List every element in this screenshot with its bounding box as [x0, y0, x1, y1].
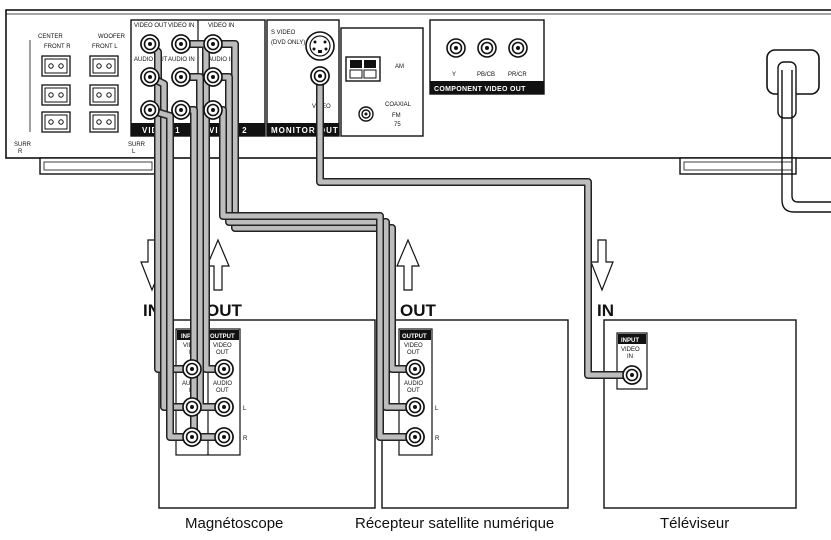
terminal-front-l [89, 55, 119, 77]
plug-1 [171, 34, 191, 54]
jack-component-pb [477, 38, 497, 58]
plug-5 [203, 67, 223, 87]
vcr-label-l: L [243, 406, 247, 412]
caption-vcr: Magnétoscope [185, 515, 283, 532]
s-video-jack [305, 31, 335, 61]
sat-label-r: R [435, 436, 440, 442]
label-surr-r: SURR R [14, 142, 33, 155]
plug-13 [214, 397, 234, 417]
label-video1-audio-in: AUDIO IN [168, 57, 195, 63]
label-coaxial: COAXIAL [385, 102, 412, 108]
plug-3 [140, 67, 160, 87]
plug-11 [214, 359, 234, 379]
label-woofer: WOOFER [98, 34, 126, 40]
sat-label-l: L [435, 406, 439, 412]
label-front-l: FRONT L [92, 44, 118, 50]
terminal-surr-l [89, 111, 119, 133]
label-dvd-only: (DVD ONLY) [271, 40, 305, 46]
label-video1-audio-out: AUDIO OUT [134, 57, 168, 63]
label-component-pb: PB/CB [477, 72, 495, 78]
plug-17 [405, 397, 425, 417]
label-surr-l: SURR L [128, 142, 147, 155]
plug-4 [171, 67, 191, 87]
label-am: AM [395, 64, 404, 70]
cable-sat-audio-out-l-to-video2 [209, 73, 419, 411]
label-video1-video-in: VIDEO IN [168, 23, 194, 29]
label-video2-audio-in: AUDIO IN [208, 57, 235, 63]
plug-19 [622, 365, 642, 385]
plug-0 [140, 34, 160, 54]
caption-tv: Téléviseur [660, 515, 729, 532]
monitor-out-section: S VIDEO (DVD ONLY) VIDEO MONITOR OUT [266, 19, 340, 137]
speaker-terminals: CENTER FRONT R WOOFER FRONT L SURR R SUR… [14, 34, 147, 155]
jack-fm-coaxial [358, 106, 374, 122]
jack-component-y [446, 38, 466, 58]
cables [140, 34, 642, 447]
caption-satellite: Récepteur satellite numérique [355, 515, 554, 532]
plug-16 [405, 359, 425, 379]
antenna-section: AM COAXIAL FM 75 [340, 27, 424, 137]
plug-12 [182, 397, 202, 417]
label-component-pr: PR/CR [508, 72, 527, 78]
cable-monitor-out-to-tv [316, 72, 636, 379]
plug-2 [203, 34, 223, 54]
plug-7 [171, 100, 191, 120]
label-in-tv: IN [597, 301, 614, 320]
label-out-vcr: OUT [206, 301, 243, 320]
arrow-in-tv [590, 239, 614, 292]
plug-18 [405, 427, 425, 447]
label-ohm: 75 [394, 122, 401, 128]
label-video1-video-out: VIDEO OUT [134, 23, 167, 29]
monitor-out-bar: MONITOR OUT [271, 126, 339, 135]
label-component-y: Y [452, 72, 456, 78]
plug-14 [182, 427, 202, 447]
jack-component-pr [508, 38, 528, 58]
component-bar: COMPONENT VIDEO OUT [434, 86, 526, 93]
terminal-center [41, 84, 71, 106]
cable-sat-video-out-to-video2 [209, 40, 419, 373]
vcr-label-r: R [243, 436, 248, 442]
label-center: CENTER [38, 34, 63, 40]
component-video-section: Y PB/CB PR/CR COMPONENT VIDEO OUT [429, 19, 545, 95]
cable-video1-audio-out-r-to-vcr [146, 106, 196, 441]
arrow-out-sat [396, 238, 420, 291]
label-s-video: S VIDEO [271, 30, 296, 36]
label-fm: FM [392, 113, 401, 119]
arrow-out-vcr [206, 238, 230, 291]
tv-input-pill: INPUT [621, 338, 639, 344]
label-front-r: FRONT R [44, 44, 71, 50]
plug-15 [214, 427, 234, 447]
label-out-sat: OUT [400, 301, 437, 320]
terminal-woofer [89, 84, 119, 106]
plug-8 [203, 100, 223, 120]
terminal-surr-r [41, 111, 71, 133]
plug-6 [140, 100, 160, 120]
vcr-output-pill: OUTPUT [210, 334, 235, 340]
plug-10 [182, 359, 202, 379]
label-video2-video-in: VIDEO IN [208, 23, 234, 29]
sat-output-pill: OUTPUT [402, 334, 427, 340]
terminal-front-r [41, 55, 71, 77]
plug-9 [310, 66, 330, 86]
